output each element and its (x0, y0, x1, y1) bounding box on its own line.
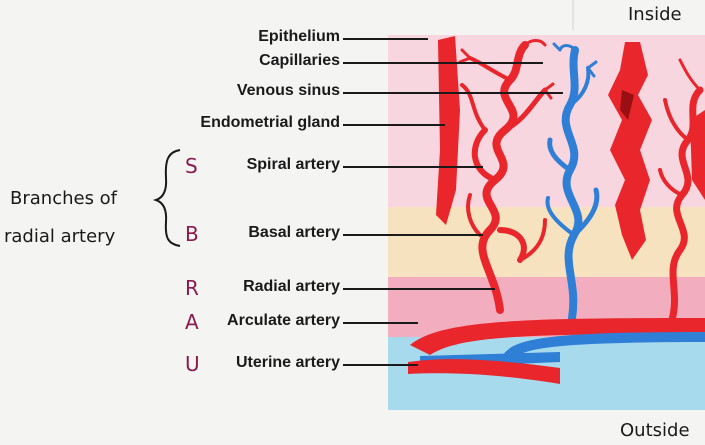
spiral-artery-label: Spiral artery (247, 156, 340, 174)
arculate-artery-leader (343, 322, 418, 324)
mnemonic-letter-u: U (185, 352, 200, 376)
basal-layer (388, 207, 705, 277)
capillaries-label: Capillaries (259, 52, 340, 70)
brace-shape (156, 150, 180, 246)
mnemonic-letter-r: R (185, 276, 199, 300)
venous-sinus-leader (343, 92, 563, 94)
uterine-artery-leader (343, 364, 418, 366)
epithelium-leader (343, 38, 428, 40)
endometrial-gland-leader (343, 124, 445, 126)
endometrial-gland-label: Endometrial gland (200, 114, 340, 132)
inside-label: Inside (628, 4, 682, 25)
mnemonic-letter-b: B (185, 222, 199, 246)
branches-note-line2: radial artery (4, 226, 115, 247)
outside-label: Outside (620, 420, 690, 441)
spiral-artery-leader (343, 166, 483, 168)
mnemonic-letter-a: A (185, 310, 199, 334)
radial-artery-label: Radial artery (243, 278, 340, 296)
uterine-artery-label: Uterine artery (236, 354, 340, 372)
venous-sinus-label: Venous sinus (237, 82, 340, 100)
basal-artery-label: Basal artery (248, 224, 340, 242)
branches-note-line1: Branches of (10, 188, 117, 209)
epithelium-label: Epithelium (258, 28, 340, 46)
basal-artery-leader (343, 234, 483, 236)
capillaries-leader (343, 62, 543, 64)
radial-artery-leader (343, 288, 495, 290)
functional-layer (388, 35, 705, 207)
arculate-artery-label: Arculate artery (227, 312, 340, 330)
mnemonic-letter-s: S (185, 154, 198, 178)
